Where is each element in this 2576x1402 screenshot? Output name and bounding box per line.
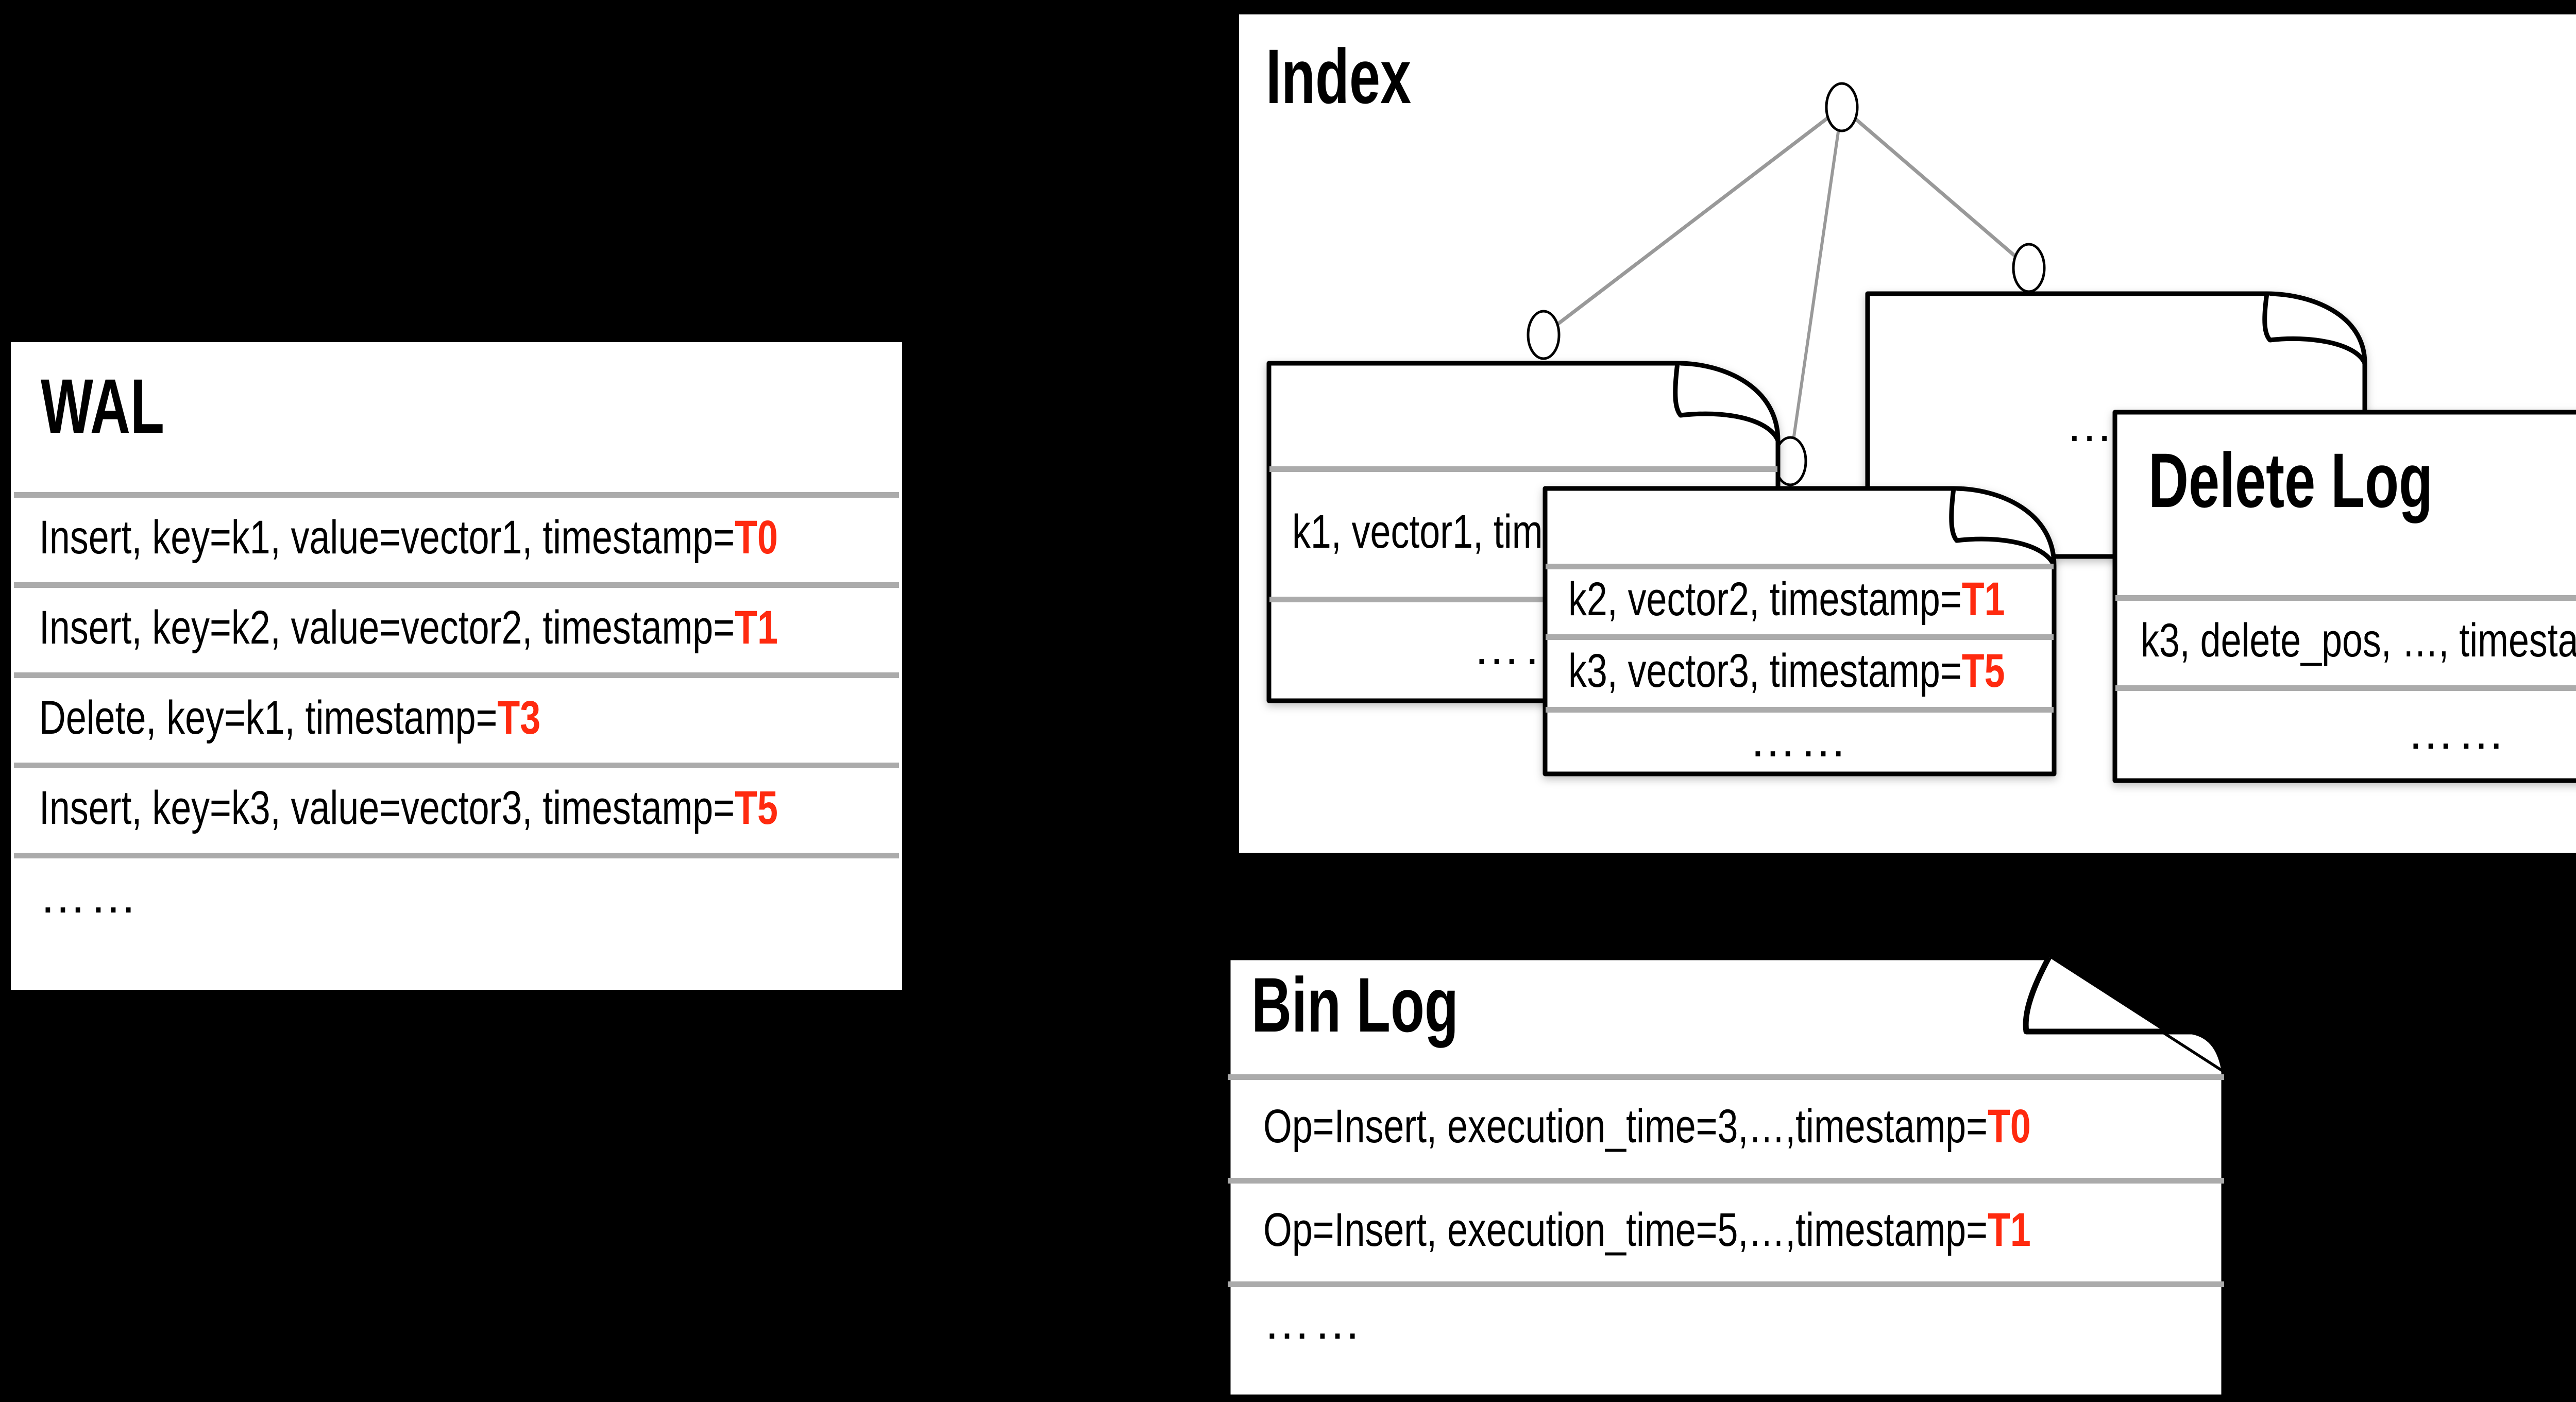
index-tree xyxy=(1527,82,2046,486)
bin-log-doc: Bin Log Op=Insert, execution_time=3,…,ti… xyxy=(1225,954,2227,1400)
bin-log-ellipsis-row: …… xyxy=(1263,1296,1364,1349)
segment-doc-k2k3: k2, vector2, timestamp=T1 k3, vector3, t… xyxy=(1543,486,2057,776)
divider xyxy=(2115,685,2576,691)
delete-log-ellipsis-row: …… xyxy=(2407,706,2508,759)
delete-log-doc: Delete Log k3, delete_pos, …, timestamp=… xyxy=(2112,410,2576,783)
k2k3-ellipsis-row: …… xyxy=(1749,714,1850,767)
tree-edge-right xyxy=(1840,106,2030,269)
divider xyxy=(1269,466,1777,472)
wal-title: WAL xyxy=(41,363,164,449)
divider xyxy=(14,582,899,588)
wal-row-2: Insert, key=k2, value=vector2, timestamp… xyxy=(39,601,778,654)
wal-box: WAL Insert, key=k1, value=vector1, times… xyxy=(6,337,907,994)
tree-edge-left xyxy=(1542,106,1843,336)
document-fold-icon xyxy=(1949,488,2057,567)
k2-row: k2, vector2, timestamp=T1 xyxy=(1568,572,2005,626)
divider xyxy=(1546,707,2054,713)
index-panel: Index k1, vector1, timestamp=T0 …… xyxy=(1239,14,2576,853)
wal-row-1: Insert, key=k1, value=vector1, timestamp… xyxy=(39,511,778,564)
bin-log-title: Bin Log xyxy=(1251,961,1459,1048)
divider xyxy=(14,763,899,768)
k3-row: k3, vector3, timestamp=T5 xyxy=(1568,644,2005,697)
tree-node-root xyxy=(1825,82,1859,132)
tree-node-left xyxy=(1527,310,1561,360)
document-fold-icon xyxy=(2262,293,2367,365)
divider xyxy=(1546,564,2054,569)
delete-log-row: k3, delete_pos, …, timestamp=T3 xyxy=(2141,614,2576,667)
tree-edge-middle xyxy=(1789,107,1843,462)
wal-ellipsis-row: …… xyxy=(39,870,140,923)
document-fold-icon xyxy=(1673,363,1781,442)
divider xyxy=(1228,1074,2224,1080)
bin-log-row-1: Op=Insert, execution_time=3,…,timestamp=… xyxy=(1263,1100,2031,1153)
document-fold-icon xyxy=(2023,956,2227,1071)
wal-row-4: Insert, key=k3, value=vector3, timestamp… xyxy=(39,781,778,834)
divider xyxy=(14,492,899,498)
divider xyxy=(2115,595,2576,601)
divider xyxy=(14,853,899,858)
divider xyxy=(1546,634,2054,640)
wal-row-3: Delete, key=k1, timestamp=T3 xyxy=(39,691,541,744)
index-title: Index xyxy=(1266,33,1412,120)
divider xyxy=(1228,1281,2224,1287)
delete-log-title: Delete Log xyxy=(2148,437,2433,523)
divider xyxy=(14,672,899,678)
document-outline xyxy=(1225,954,2227,1400)
bin-log-row-2: Op=Insert, execution_time=5,…,timestamp=… xyxy=(1263,1203,2031,1256)
divider xyxy=(1228,1178,2224,1184)
divider xyxy=(1269,597,1777,602)
tree-node-right xyxy=(2012,243,2046,293)
